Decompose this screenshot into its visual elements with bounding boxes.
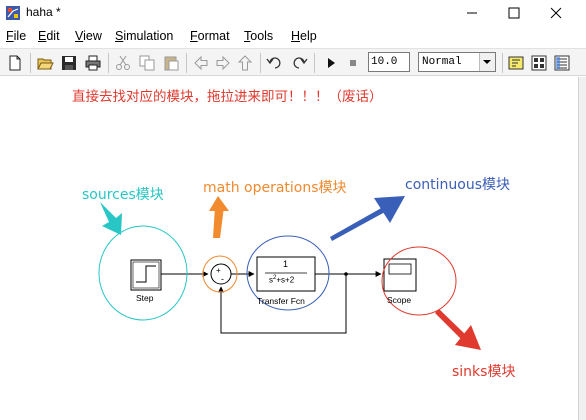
continuous-pointer-arrow-shaft xyxy=(330,207,385,241)
math-annotation: math operations模块 xyxy=(203,180,347,196)
toolbar-separator xyxy=(30,53,31,73)
toolbar-separator xyxy=(108,53,109,73)
right-pane-edge xyxy=(578,77,586,420)
simulation-mode-value: Normal xyxy=(422,56,462,68)
svg-text:+: + xyxy=(216,266,221,275)
sinks-annotation: sinks模块 xyxy=(452,364,516,380)
continuous-pointer-arrow-head xyxy=(374,196,405,223)
main-annotation: 直接去找对应的模块，拖拉进来即可！！！（废话） xyxy=(72,89,383,105)
continuous-annotation: continuous模块 xyxy=(405,177,510,193)
transfer-fcn-label: Transfer Fcn xyxy=(257,296,305,306)
simulink-model-icon xyxy=(6,6,20,20)
save-icon[interactable] xyxy=(60,54,78,72)
toolbar-separator xyxy=(186,53,187,73)
menu-help[interactable]: Help xyxy=(291,29,317,43)
back-arrow-icon[interactable] xyxy=(192,54,210,72)
transfer-fcn-block[interactable] xyxy=(256,256,316,292)
model-canvas[interactable]: + - 直接去找对应的模块，拖拉进来即可！！！（废话） sources模块 ma… xyxy=(0,77,586,420)
svg-text:-: - xyxy=(221,274,224,284)
toolbar-separator xyxy=(502,53,503,73)
up-arrow-icon[interactable] xyxy=(236,54,254,72)
sources-annotation: sources模块 xyxy=(82,187,164,203)
undo-icon[interactable] xyxy=(266,54,284,72)
print-icon[interactable] xyxy=(84,54,102,72)
math-highlight-circle xyxy=(202,255,238,293)
stop-icon[interactable] xyxy=(344,54,362,72)
sinks-pointer-arrow-head xyxy=(455,325,481,350)
sources-pointer-arrow xyxy=(100,202,122,235)
toolbar: 10.0 Normal xyxy=(0,48,586,76)
paste-icon[interactable] xyxy=(162,54,180,72)
feedback-signal[interactable] xyxy=(218,274,347,334)
menu-file[interactable]: File xyxy=(6,29,27,43)
library-browser-icon[interactable] xyxy=(530,54,548,72)
tf-numerator: 1 xyxy=(283,259,289,269)
window-title: haha * xyxy=(26,5,61,19)
menu-bar: File Edit View Simulation Format Tools H… xyxy=(0,26,586,46)
build-icon[interactable] xyxy=(507,54,525,72)
block-diagram: + - xyxy=(98,196,481,350)
continuous-highlight-circle xyxy=(246,235,330,311)
play-icon[interactable] xyxy=(322,54,340,72)
sinks-highlight-circle xyxy=(381,246,457,316)
scope-block-label: Scope xyxy=(387,295,412,305)
maximize-icon[interactable] xyxy=(494,0,534,26)
toolbar-separator xyxy=(260,53,261,73)
menu-edit[interactable]: Edit xyxy=(38,29,60,43)
minimize-icon[interactable] xyxy=(452,0,492,26)
simulation-mode-select[interactable]: Normal xyxy=(418,52,496,72)
menu-tools[interactable]: Tools xyxy=(244,29,274,43)
chevron-down-icon[interactable] xyxy=(479,53,495,71)
menu-view[interactable]: View xyxy=(75,29,102,43)
new-file-icon[interactable] xyxy=(6,54,24,72)
forward-arrow-icon[interactable] xyxy=(214,54,232,72)
step-block-label: Step xyxy=(136,293,154,303)
copy-icon[interactable] xyxy=(138,54,156,72)
cut-icon[interactable] xyxy=(114,54,132,72)
redo-icon[interactable] xyxy=(290,54,308,72)
sources-highlight-circle xyxy=(98,225,188,321)
open-folder-icon[interactable] xyxy=(36,54,54,72)
close-icon[interactable] xyxy=(536,0,576,26)
stop-time-input[interactable]: 10.0 xyxy=(368,52,410,72)
tf-denominator: s2+s+2 xyxy=(269,275,295,285)
math-pointer-arrow-head xyxy=(209,196,229,211)
toolbar-separator xyxy=(314,53,315,73)
sinks-pointer-arrow-shaft xyxy=(435,309,468,341)
model-explorer-icon[interactable] xyxy=(553,54,571,72)
menu-simulation[interactable]: Simulation xyxy=(115,29,174,43)
title-bar: haha * xyxy=(0,0,586,26)
math-pointer-arrow-shaft xyxy=(213,207,224,238)
menu-format[interactable]: Format xyxy=(190,29,230,43)
